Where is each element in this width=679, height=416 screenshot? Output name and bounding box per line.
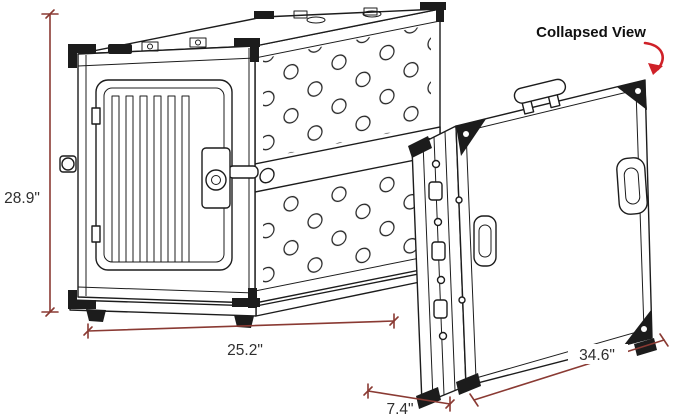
hinge-pin <box>455 196 463 204</box>
fold-latch <box>433 299 448 319</box>
foot-front-right <box>234 315 254 328</box>
assembled-crate-drawing <box>59 2 446 328</box>
door-bar <box>153 95 162 263</box>
depth-dimension: 25.2" <box>83 313 399 359</box>
hinge-pin <box>436 275 446 285</box>
top-vent-slot <box>306 16 326 24</box>
perforation-lower <box>263 162 431 289</box>
collapsed-view-callout: Collapsed View <box>536 24 664 75</box>
perforation-upper <box>263 24 431 159</box>
hinge-pin <box>458 296 466 304</box>
door-bar <box>125 95 134 263</box>
butterfly-latch <box>141 41 159 52</box>
fold-latch <box>428 181 443 201</box>
collapsed-crate-drawing <box>408 78 657 409</box>
collapsed-view-arrowhead <box>648 63 663 75</box>
butterfly-latch <box>189 37 207 48</box>
side-latch-knob <box>61 157 75 171</box>
door-latch-handle <box>205 169 227 191</box>
collapsed-corner-caps <box>408 80 657 409</box>
door-bar <box>139 95 148 263</box>
thickness-dimension: 7.4" <box>363 383 455 416</box>
collapsed-view-label: Collapsed View <box>536 24 646 41</box>
door-hinge <box>91 225 101 243</box>
logo-plate <box>108 44 132 54</box>
front-pull-handle <box>473 215 497 267</box>
fold-latch <box>431 241 446 261</box>
depth-dimension-label: 25.2" <box>227 342 263 359</box>
door-hinge <box>91 107 101 125</box>
door-bar <box>111 95 120 263</box>
carry-handle <box>513 78 567 115</box>
width-dimension-label: 34.6" <box>579 347 615 364</box>
side-panel <box>254 8 441 304</box>
hinge-pin <box>438 331 448 341</box>
latch-bar <box>227 165 259 179</box>
hinge-pin <box>431 159 441 169</box>
height-dimension: 28.9" <box>0 9 59 317</box>
door-bar <box>167 95 176 263</box>
hinge-pin <box>433 217 443 227</box>
side-pull-handle <box>616 157 648 215</box>
crate-door <box>91 79 259 271</box>
top-latch-tab <box>293 10 308 19</box>
top-vent-slot <box>362 10 382 18</box>
door-bar <box>181 95 190 263</box>
rail-knob-left <box>259 167 275 184</box>
foot-front-left <box>86 309 106 322</box>
top-latch-tab <box>363 7 378 16</box>
width-dimension: 34.6" <box>469 333 669 407</box>
height-dimension-label: 28.9" <box>4 190 40 207</box>
thickness-dimension-label: 7.4" <box>386 401 413 416</box>
